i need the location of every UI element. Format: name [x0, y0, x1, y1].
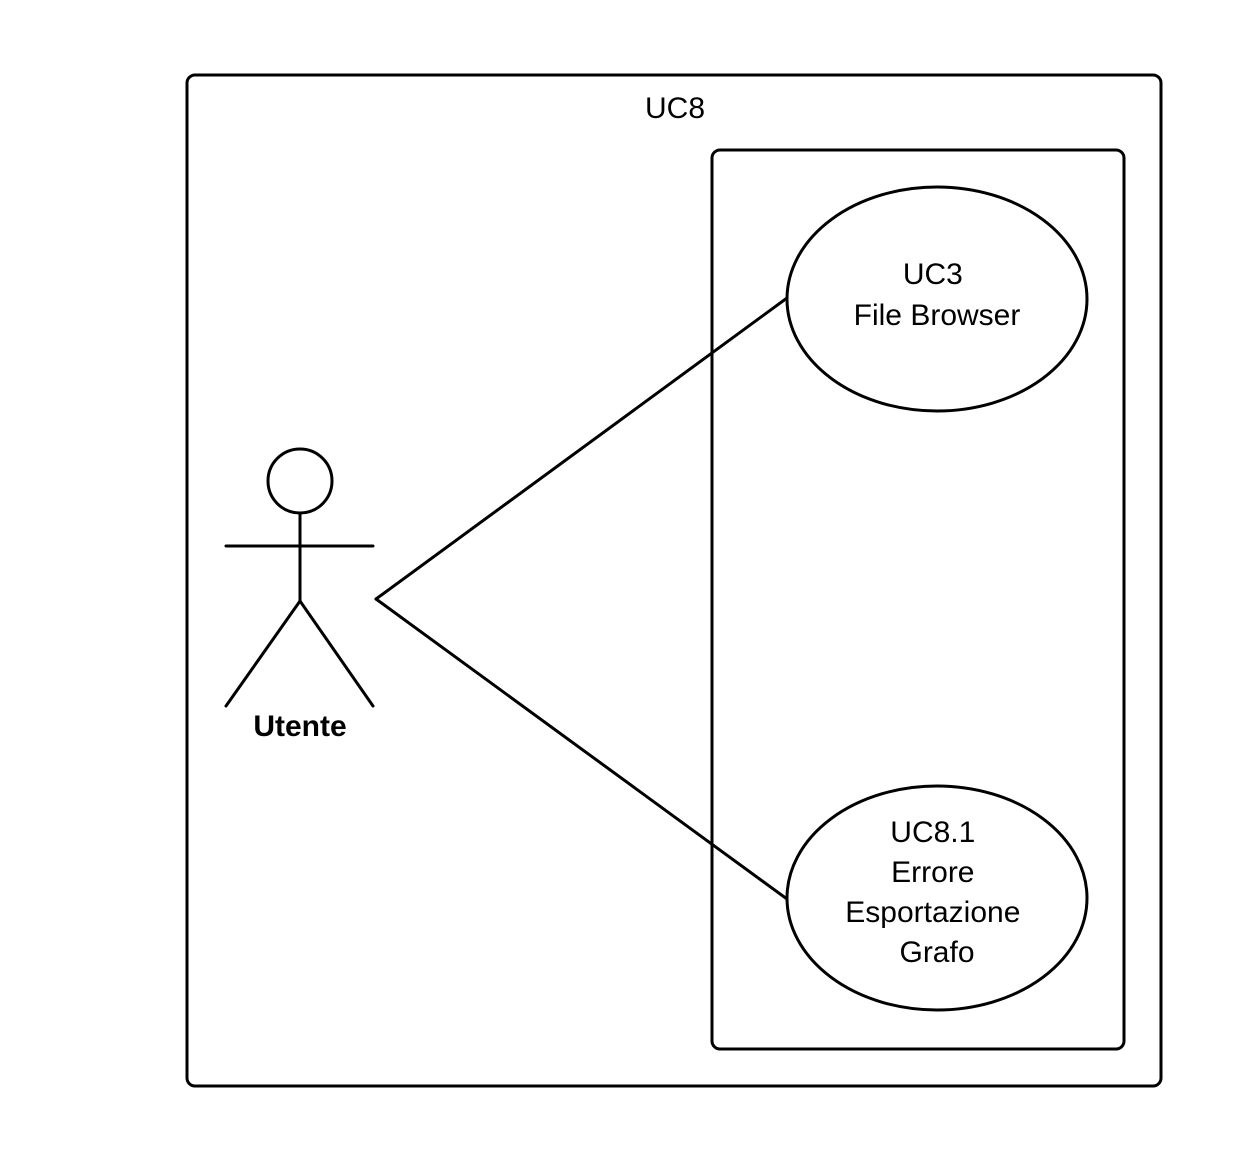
use-case-uc3-line-1: UC3 [903, 258, 963, 291]
use-case-uc3 [785, 185, 1089, 413]
actor-label: Utente [253, 710, 346, 743]
inner-boundary [710, 148, 1126, 1051]
actor-left-leg [224, 599, 302, 708]
use-case-uc8-1-line-3: Esportazione [845, 896, 1020, 929]
actor-right-leg [298, 599, 375, 708]
system-boundary-uc8 [185, 73, 1163, 1088]
actor-head [266, 447, 334, 515]
system-title: UC8 [645, 92, 705, 125]
association-line-uc3 [374, 296, 789, 601]
use-case-uc3-label: UC3 File Browser [854, 258, 1021, 332]
use-case-uc8-1-label: UC8.1 Errore Esportazione Grafo [845, 816, 1028, 969]
actor-utente [224, 447, 375, 708]
use-case-uc8-1-line-1: UC8.1 [890, 816, 975, 849]
use-case-uc8-1-line-2: Errore [891, 856, 974, 889]
use-case-uc3-line-2: File Browser [854, 299, 1021, 332]
use-case-uc8-1-line-4: Grafo [899, 936, 974, 969]
use-case-uc8-1 [785, 784, 1089, 1012]
association-line-uc8-1 [374, 597, 789, 901]
